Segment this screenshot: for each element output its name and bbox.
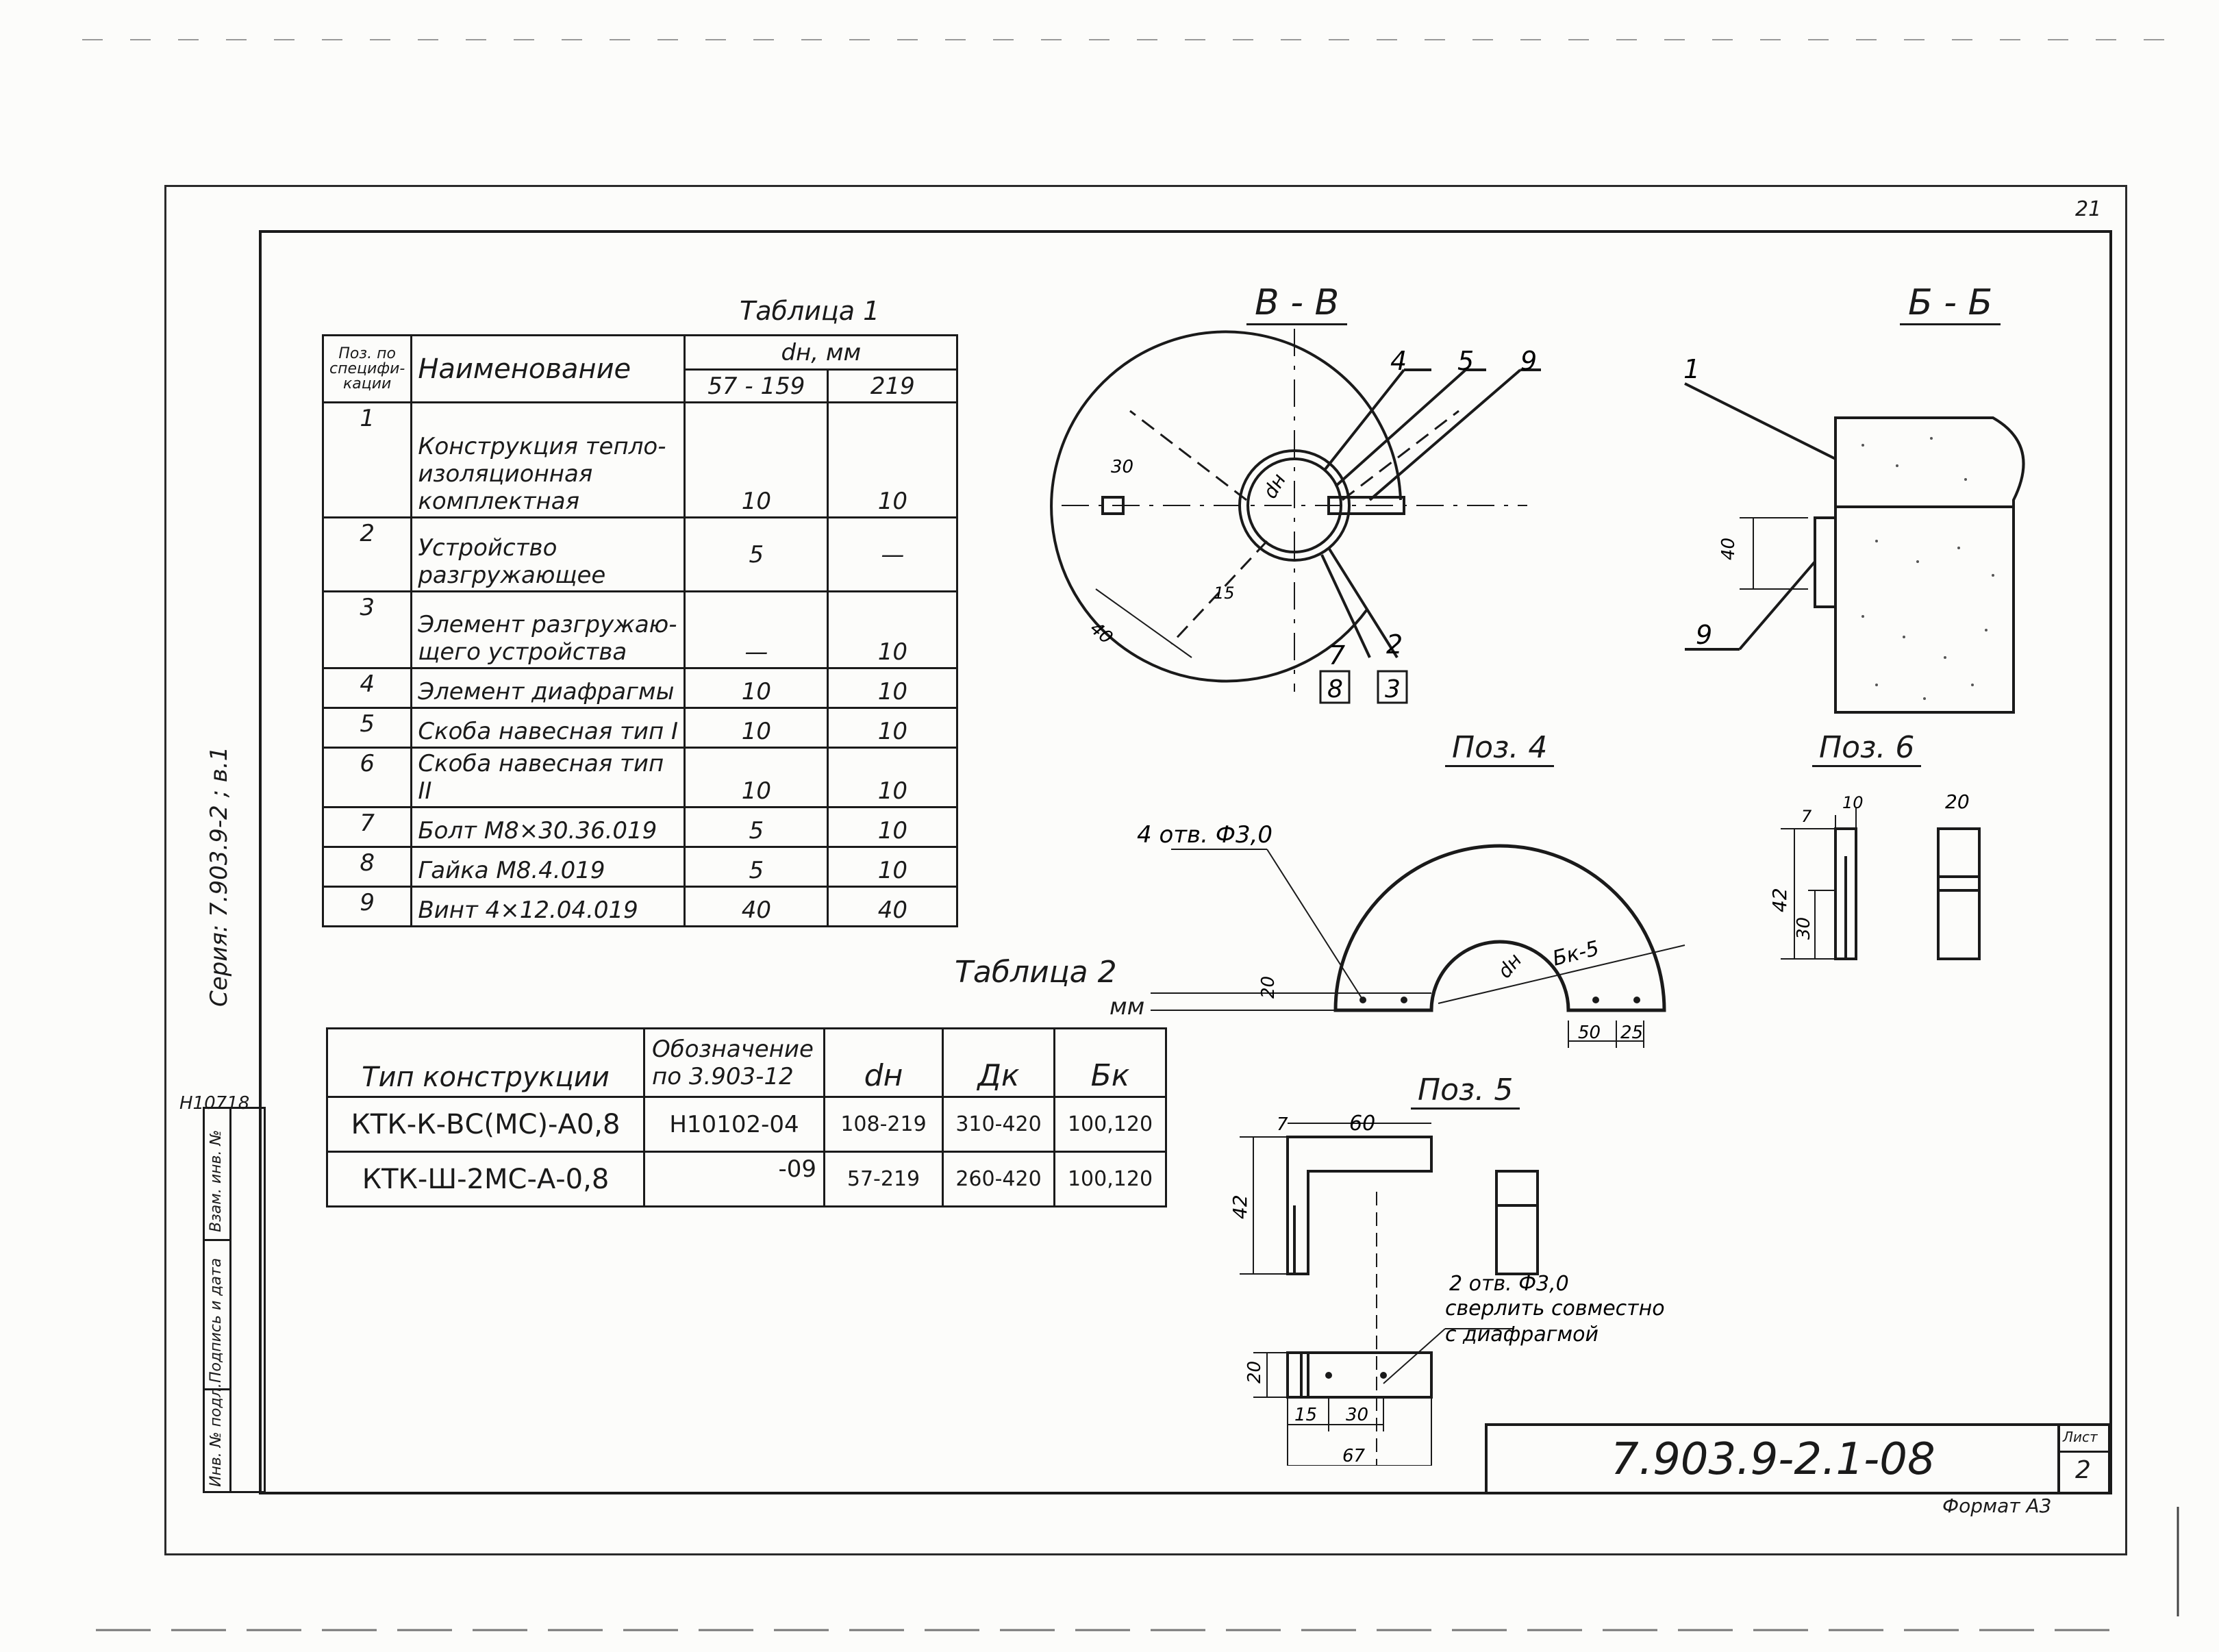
table1: Поз. по специфи-кации Наименование dн, м… — [321, 334, 959, 927]
series-label: Серия: 7.903.9-2 ; в.1 — [205, 746, 233, 1007]
sheet-number-top: 21 — [2075, 197, 2102, 221]
pos4-dim-25: 25 — [1620, 1023, 1643, 1043]
pos6-drawing: 7 10 20 42 30 — [1768, 790, 1981, 960]
pos5-drawing: 7 60 42 20 15 30 67 2 отв. Ф3,0 сверлить… — [1229, 1112, 1665, 1466]
vv-dim-40: 40 — [1086, 618, 1117, 648]
vv-dim-15: 15 — [1214, 584, 1235, 603]
sheet-value: 2 — [2075, 1456, 2091, 1484]
vv-callout-2: 2 — [1386, 629, 1403, 660]
table2-title: Таблица 2 — [955, 955, 1117, 990]
table-row: 4 Элемент диафрагмы 10 10 — [321, 667, 959, 709]
sidebar-label-inv: Инв. № подл. — [208, 1383, 225, 1487]
bb-callout-1: 1 — [1683, 354, 1700, 384]
vv-callout-5: 5 — [1457, 346, 1474, 376]
vv-callout-3: 3 — [1385, 675, 1401, 703]
table1-title: Таблица 1 — [740, 296, 880, 326]
table-row: КТК-К-ВС(МС)-А0,8 Н10102-04 108-219 310-… — [326, 1096, 1167, 1153]
pos5-dim-30: 30 — [1346, 1405, 1368, 1425]
pos5-hole-note: 2 отв. Ф3,0 — [1449, 1272, 1569, 1296]
title-stamp: 7.903.9-2.1-08 Лист 2 — [1485, 1423, 2111, 1494]
table2-header-dn: dн — [823, 1027, 944, 1098]
view-vv-drawing: 4 5 9 30 40 15 dн 7 2 8 3 — [1050, 329, 1541, 704]
table-row: 9 Винт 4×12.04.019 40 40 — [321, 886, 959, 927]
pos6-dim-10: 10 — [1842, 793, 1864, 812]
table1-header-pos: Поз. по специфи-кации — [321, 334, 413, 403]
vv-callout-8: 8 — [1327, 675, 1343, 703]
table2-unit: мм — [1110, 993, 1145, 1021]
pos5-drill-note-1: сверлить совместно — [1445, 1297, 1665, 1321]
table2-header-type: Тип конструкции — [326, 1027, 645, 1098]
pos6-title: Поз. 6 — [1812, 730, 1922, 767]
pos5-title: Поз. 5 — [1411, 1073, 1520, 1110]
table1-header-col2: 219 — [827, 368, 959, 403]
pos5-dim-60: 60 — [1349, 1112, 1375, 1136]
bb-dim-40: 40 — [1718, 538, 1739, 560]
vv-callout-4: 4 — [1390, 346, 1407, 376]
table1-header-dn: dн, мм — [684, 334, 959, 371]
sidebar-label-sign: Подпись и дата — [208, 1257, 225, 1383]
pos5-dim-42: 42 — [1229, 1194, 1251, 1219]
pos5-dim-67: 67 — [1342, 1446, 1366, 1466]
pos6-dim-30: 30 — [1794, 917, 1814, 940]
format-label: Формат А3 — [1942, 1494, 2052, 1517]
pos5-drill-note-2: с диафрагмой — [1445, 1323, 1599, 1347]
table2-header-bk: Бк — [1053, 1027, 1167, 1098]
view-bb-drawing: 1 9 40 — [1683, 354, 2025, 714]
table-row: 3 Элемент разгружаю-щего устройства — 10 — [321, 590, 959, 669]
pos5-dim-15: 15 — [1294, 1405, 1317, 1425]
pos5-dim-20: 20 — [1244, 1361, 1265, 1384]
vv-dim-dn: dн — [1258, 470, 1290, 503]
pos4-hole-note: 4 отв. Ф3,0 — [1137, 821, 1273, 849]
document-code: 7.903.9-2.1-08 — [1611, 1434, 1935, 1485]
sidebar-label-replace: Взам. инв. № — [208, 1129, 225, 1232]
view-vv-title: В - В — [1246, 282, 1348, 325]
pos6-dim-20: 20 — [1945, 790, 1970, 813]
view-bb-title: Б - Б — [1900, 282, 2001, 325]
bb-callout-9: 9 — [1696, 620, 1712, 650]
pos4-dim-dn: dн — [1493, 949, 1526, 983]
pos4-title: Поз. 4 — [1445, 730, 1555, 767]
table-row: 6 Скоба навесная тип II 10 10 — [321, 747, 959, 808]
vv-callout-7: 7 — [1329, 640, 1345, 671]
table1-header-name: Наименование — [410, 334, 686, 403]
drawing-frame — [259, 230, 2112, 1494]
pos5-dim-7: 7 — [1277, 1114, 1288, 1135]
table1-header-col1: 57 - 159 — [684, 368, 829, 403]
archive-number: Н10718 — [179, 1093, 250, 1114]
sheet-label: Лист — [2063, 1429, 2098, 1445]
pos6-dim-42: 42 — [1768, 888, 1791, 912]
table2: Тип конструкции Обозначение по 3.903-12 … — [326, 1027, 1167, 1207]
vv-callout-9: 9 — [1520, 346, 1537, 376]
table-row: КТК-Ш-2МС-А-0,8 -09 57-219 260-420 100,1… — [326, 1151, 1167, 1207]
pos4-dim-50: 50 — [1578, 1023, 1601, 1043]
pos6-dim-7: 7 — [1801, 807, 1812, 826]
pos4-dim-20: 20 — [1258, 976, 1279, 999]
approval-sidebar: Взам. инв. № Подпись и дата Инв. № подл. — [203, 1107, 266, 1493]
pos4-drawing: 4 отв. Ф3,0 20 dн Бк-5 50 25 — [1137, 821, 1685, 1048]
pos4-dim-bk5: Бк-5 — [1550, 936, 1601, 971]
outer-frame — [164, 185, 2127, 1555]
table-row: 8 Гайка М8.4.019 5 10 — [321, 846, 959, 888]
vv-dim-30: 30 — [1111, 457, 1133, 477]
table2-header-designation: Обозначение по 3.903-12 — [643, 1027, 825, 1098]
table-row: 5 Скоба навесная тип I 10 10 — [321, 707, 959, 749]
table-row: 7 Болт М8×30.36.019 5 10 — [321, 806, 959, 848]
table2-header-dk: Дк — [942, 1027, 1055, 1098]
